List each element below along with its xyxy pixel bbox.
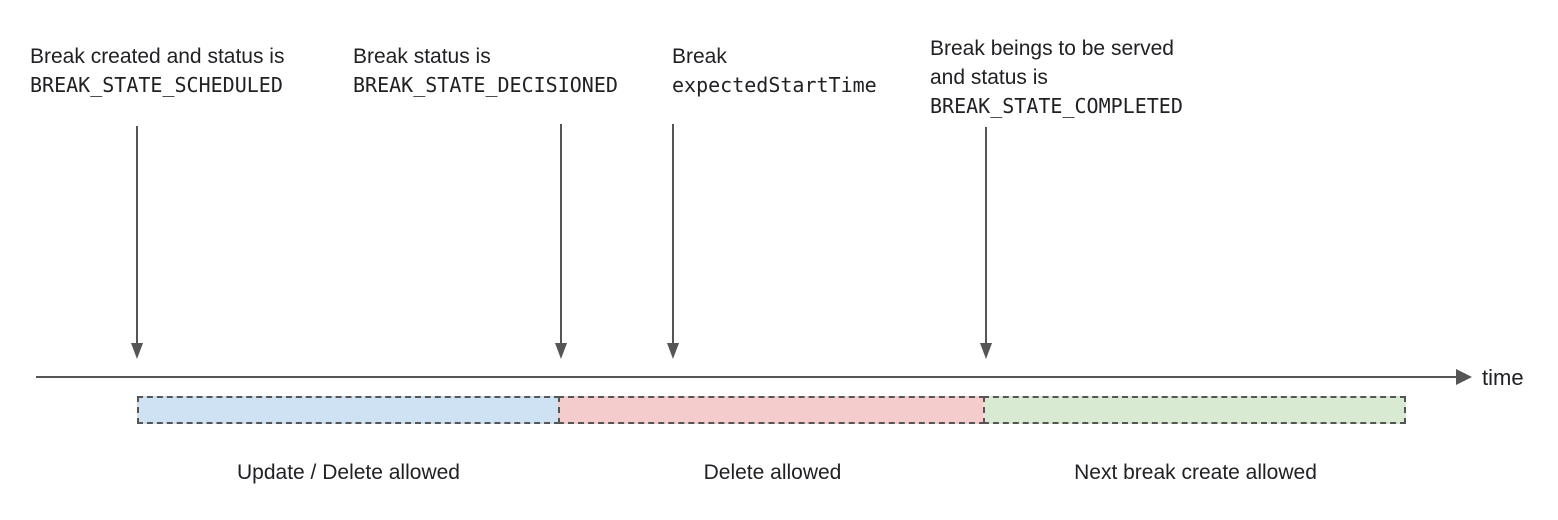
annotation-text: Break created and status is — [30, 45, 285, 68]
down-arrow-icon-expected-start — [666, 124, 680, 359]
annotation-break-completed: Break beings to be served and status is … — [930, 34, 1183, 121]
annotation-break-scheduled: Break created and status is BREAK_STATE_… — [30, 42, 284, 100]
arrow-head-icon — [555, 343, 567, 359]
annotation-text: Break beings to be served — [930, 37, 1174, 60]
down-arrow-icon-decisioned — [554, 124, 568, 359]
time-axis-label: time — [1482, 365, 1524, 390]
annotation-text: and status is — [930, 66, 1048, 89]
segment-label-delete: Delete allowed — [703, 461, 842, 484]
down-arrow-icon-completed — [979, 127, 993, 359]
annotation-code: BREAK_STATE_DECISIONED — [353, 73, 618, 97]
annotation-expected-start-time: Break expectedStartTime — [672, 42, 877, 100]
annotation-text: Break — [672, 45, 727, 68]
segment-label-next-break-create: Next break create allowed — [1074, 461, 1317, 484]
segment-delete-allowed — [558, 396, 985, 424]
arrow-shaft — [560, 124, 562, 344]
arrow-head-icon — [667, 343, 679, 359]
annotation-code: BREAK_STATE_COMPLETED — [930, 94, 1183, 118]
segment-label-update-delete: Update / Delete allowed — [237, 461, 460, 484]
annotation-text: Break status is — [353, 45, 491, 68]
annotation-code: expectedStartTime — [672, 73, 877, 97]
arrow-shaft — [985, 127, 987, 344]
arrow-head-icon — [980, 343, 992, 359]
segment-update-delete-allowed — [137, 396, 560, 424]
arrow-shaft — [672, 124, 674, 344]
segment-next-break-create-allowed — [983, 396, 1406, 424]
right-arrow-head-icon — [1456, 369, 1472, 385]
down-arrow-icon-scheduled — [130, 126, 144, 359]
time-axis-line — [36, 376, 1456, 378]
arrow-head-icon — [131, 343, 143, 359]
annotation-break-decisioned: Break status is BREAK_STATE_DECISIONED — [353, 42, 618, 100]
arrow-shaft — [136, 126, 138, 344]
annotation-code: BREAK_STATE_SCHEDULED — [30, 73, 283, 97]
